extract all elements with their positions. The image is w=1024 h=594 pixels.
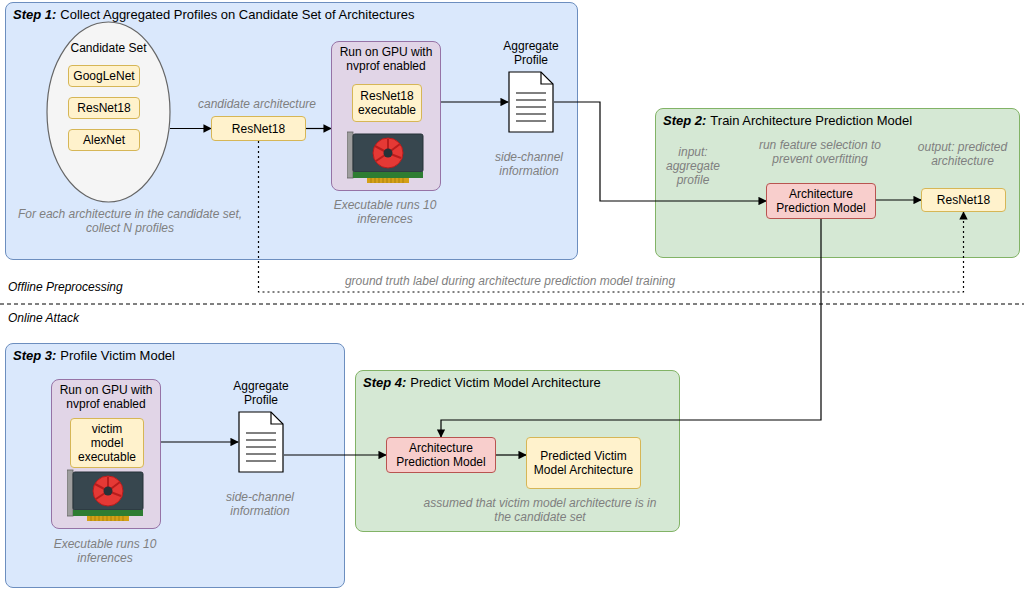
architecture-box: ResNet18: [68, 97, 140, 119]
node-text: Architecture Prediction Model: [771, 187, 871, 215]
edge-label: ground truth label during architecture p…: [290, 274, 730, 288]
note: assumed that victim model architecture i…: [415, 496, 665, 524]
note: input: aggregate profile: [658, 145, 728, 187]
phase-label: Offline Preprocessing: [8, 280, 178, 294]
node-text: Candidate Set: [70, 41, 146, 55]
phase-divider: [0, 304, 1024, 305]
node-text: Run on GPU with nvprof enabled: [336, 45, 436, 73]
node-text: Train Architecture Prediction Model: [710, 113, 912, 129]
phase-label: Online Attack: [8, 311, 158, 325]
model-box: Architecture Prediction Model: [386, 437, 496, 473]
architecture-box: ResNet18: [211, 116, 306, 141]
note: run feature selection to prevent overfit…: [745, 138, 895, 166]
ellipse-shape: [47, 22, 170, 202]
note: For each architecture in the candidate s…: [14, 207, 246, 235]
node-text: Architecture Prediction Model: [391, 441, 491, 469]
note: candidate architecture: [187, 97, 327, 111]
document-outline: [238, 411, 284, 473]
candidate-set: Candidate SetGoogLeNetResNet18AlexNet: [46, 21, 171, 203]
panel-heading: Step 2:Train Architecture Prediction Mod…: [663, 113, 1012, 129]
document-icon: [238, 411, 284, 473]
step-panel: Step 3:Profile Victim ModelRun on GPU wi…: [5, 343, 345, 588]
note: output: predicted architecture: [910, 140, 1015, 168]
result-box: Predicted Victim Model Architecture: [526, 437, 641, 489]
node-text: Aggregate Profile: [229, 379, 293, 407]
node-text: Predict Victim Model Architecture: [410, 375, 601, 391]
gpu-illustration: [67, 468, 147, 524]
architecture-box: GoogLeNet: [68, 65, 140, 87]
gpu-run-box: Run on GPU with nvprof enabledResNet18 e…: [331, 41, 441, 191]
panel-heading: Step 1:Collect Aggregated Profiles on Ca…: [13, 7, 570, 23]
node-text: Collect Aggregated Profiles on Candidate…: [60, 7, 414, 23]
node-text: AlexNet: [83, 133, 125, 147]
node-text: Run on GPU with nvprof enabled: [56, 383, 156, 411]
node-text: ResNet18: [232, 122, 285, 136]
document-icon: [508, 71, 554, 133]
node-text: victim model executable: [75, 422, 139, 464]
panel-heading: Step 3:Profile Victim Model: [13, 348, 337, 364]
panel-heading: Step 4:Predict Victim Model Architecture: [363, 375, 672, 391]
node-text: Step 4:: [363, 375, 406, 391]
note: side-channel information: [482, 150, 576, 178]
document-outline: [508, 71, 554, 133]
node-text: Predicted Victim Model Architecture: [531, 449, 636, 477]
note: side-channel information: [205, 490, 315, 518]
note: Executable runs 10 inferences: [45, 537, 165, 565]
node-text: ResNet18 executable: [357, 89, 417, 117]
note: Executable runs 10 inferences: [325, 198, 445, 226]
model-box: Architecture Prediction Model: [766, 183, 876, 219]
gpu-illustration: [347, 130, 427, 186]
node-text: ResNet18: [77, 101, 130, 115]
node-text: Step 1:: [13, 7, 56, 23]
architecture-box: ResNet18: [921, 188, 1006, 212]
executable-box: ResNet18 executable: [352, 84, 422, 122]
architecture-box: AlexNet: [68, 129, 140, 151]
profile-document: Aggregate Profile: [229, 379, 293, 487]
node-text: Aggregate Profile: [501, 39, 561, 67]
node-text: Step 2:: [663, 113, 706, 129]
node-text: GoogLeNet: [73, 69, 134, 83]
gpu-run-box: Run on GPU with nvprof enabled victim mod…: [51, 379, 161, 529]
node-text: Profile Victim Model: [60, 348, 175, 364]
node-text: Step 3:: [13, 348, 56, 364]
executable-box: victim model executable: [70, 418, 144, 468]
profile-document: Aggregate Profile: [501, 39, 561, 147]
step-panel: Step 2:Train Architecture Prediction Mod…: [655, 108, 1020, 258]
node-text: ResNet18: [937, 193, 990, 207]
